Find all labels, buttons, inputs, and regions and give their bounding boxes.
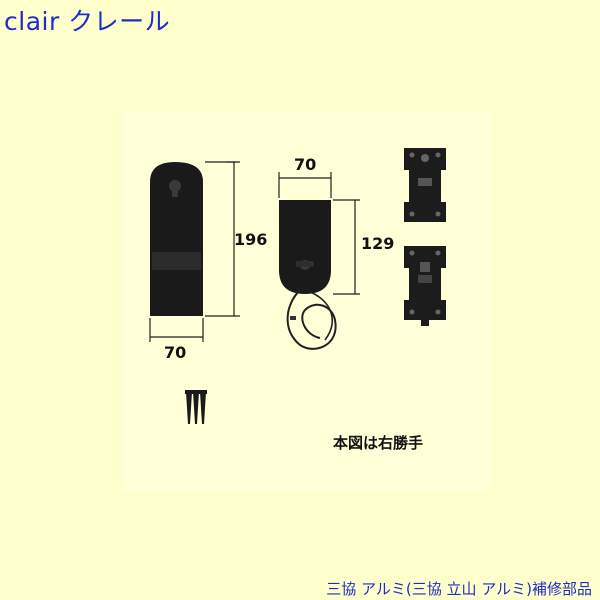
hand-note: 本図は右勝手	[333, 434, 424, 452]
right-lower-bracket	[404, 246, 446, 326]
footer-text: 三協 アルミ(三協 立山 アルミ)補修部品	[326, 580, 592, 598]
screws	[185, 390, 207, 424]
middle-height-label: 129	[361, 234, 395, 253]
middle-width-label: 70	[294, 155, 317, 174]
middle-width-dimension	[278, 172, 332, 198]
middle-height-dimension	[333, 199, 360, 295]
left-height-label: 196	[234, 230, 268, 249]
left-width-label: 70	[164, 343, 187, 362]
brand-title: clair クレール	[4, 7, 171, 36]
left-height-dimension	[205, 161, 240, 317]
left-part	[150, 162, 203, 316]
right-upper-bracket	[404, 148, 446, 222]
middle-part	[279, 200, 337, 350]
left-width-dimension	[149, 318, 204, 342]
